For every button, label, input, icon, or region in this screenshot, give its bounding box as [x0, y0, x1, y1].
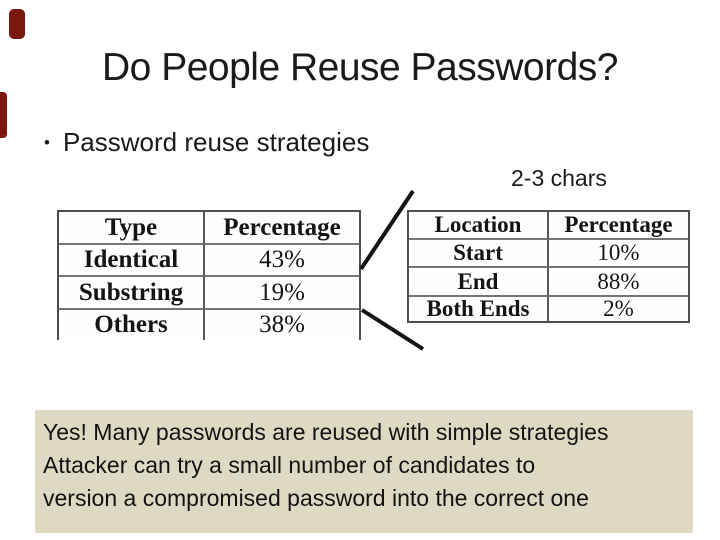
- type-table-row-value: 19%: [205, 277, 359, 310]
- modification-location-table: Location Percentage Start 10% End 88% Bo…: [407, 210, 690, 323]
- location-table-header-location: Location: [409, 212, 549, 240]
- location-table-row-label: Both Ends: [409, 297, 549, 321]
- type-table-row-label: Identical: [59, 245, 205, 277]
- type-table-row-label: Substring: [59, 277, 205, 310]
- location-table-row-value: 2%: [603, 297, 634, 321]
- type-table-row-value: 38%: [259, 311, 305, 338]
- type-table-row-value: 43%: [205, 245, 359, 277]
- callout-line-upper: [359, 189, 415, 271]
- bullet-item: • Password reuse strategies: [44, 127, 369, 158]
- callout-label: 2-3 chars: [511, 165, 607, 191]
- bullet-glyph: •: [44, 133, 50, 152]
- conclusion-line: Yes! Many passwords are reused with simp…: [43, 419, 609, 445]
- template-corner-accent: [9, 9, 25, 39]
- template-edge-accent: [0, 92, 7, 138]
- conclusion-box: Yes! Many passwords are reused with simp…: [35, 410, 693, 533]
- bullet-text: Password reuse strategies: [62, 127, 370, 157]
- type-table-header-type: Type: [59, 212, 205, 245]
- location-table-row-value: 88%: [549, 268, 688, 297]
- location-table-header-percentage: Percentage: [549, 212, 688, 240]
- type-table-header-percentage: Percentage: [205, 212, 359, 245]
- slide-title: Do People Reuse Passwords?: [102, 46, 618, 89]
- conclusion-line: Attacker can try a small number of candi…: [43, 452, 536, 478]
- location-table-row-label: End: [409, 268, 549, 297]
- type-table-row-label: Others: [59, 310, 205, 340]
- location-table-row-value: 10%: [549, 240, 688, 268]
- location-table-row-label: Start: [409, 240, 549, 268]
- reuse-type-table: Type Percentage Identical 43% Substring …: [57, 210, 361, 340]
- conclusion-line: version a compromised password into the …: [43, 485, 589, 511]
